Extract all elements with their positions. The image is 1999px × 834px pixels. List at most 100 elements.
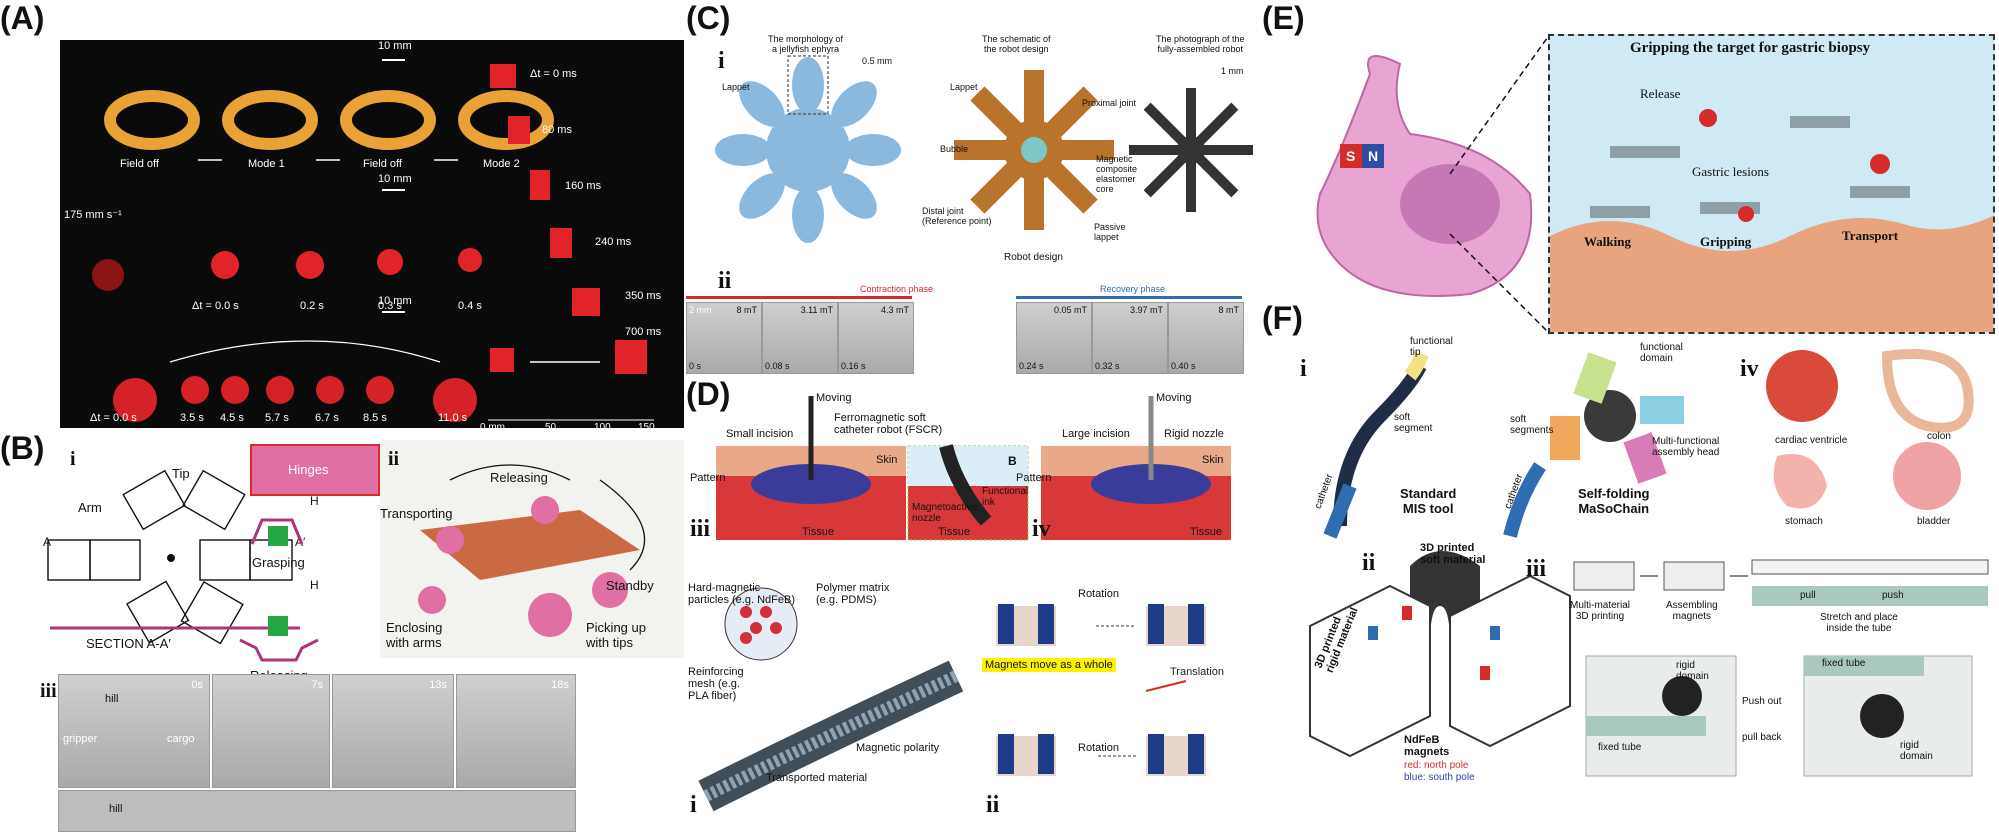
- b-ii-enclosing: Enclosing with arms: [386, 620, 443, 650]
- a-rt-0: Δt = 0 ms: [530, 68, 577, 80]
- f-functional-tip: functional tip: [1410, 336, 1453, 358]
- d-small-incision: Small incision: [726, 428, 794, 440]
- b-hill: hill: [105, 693, 119, 705]
- c-contraction-bar: [686, 296, 912, 299]
- b-ii-releasing: Releasing: [490, 470, 548, 485]
- d-polymer: Polymer matrix (e.g. PDMS): [816, 582, 890, 606]
- a-time-r3-0: Δt = 0.0 s: [90, 412, 137, 424]
- c-scale-2: 1 mm: [1221, 66, 1244, 76]
- panel-d: Moving Small incision Ferromagnetic soft…: [686, 376, 1256, 834]
- d-pattern-1: Pattern: [690, 472, 726, 484]
- f-fixed-tube-1: fixed tube: [1598, 742, 1642, 753]
- d-functional-ink: Functional ink: [982, 486, 1029, 508]
- c-ii-frame-4: 0.05 mT 0.24 s: [1016, 302, 1092, 374]
- d-pattern-2: Pattern: [1016, 472, 1052, 484]
- panel-a-graphics: [92, 59, 654, 422]
- e-inset: Gripping the target for gastric biopsy R…: [1548, 34, 1995, 334]
- d-i-graphics: [698, 587, 964, 812]
- f-printed-soft: 3D printed soft material: [1420, 542, 1486, 566]
- f-step-3: Stretch and place inside the tube: [1820, 612, 1898, 634]
- f-ndfeb: NdFeB magnets: [1404, 734, 1450, 758]
- c-distal: Distal joint (Reference point): [922, 206, 992, 226]
- c-ii-time-4: 0.32 s: [1095, 361, 1120, 371]
- e-title: Gripping the target for gastric biopsy: [1630, 40, 1871, 56]
- b-a-left: A: [43, 535, 52, 549]
- f-step-1: Multi-material 3D printing: [1570, 600, 1631, 622]
- c-sub-ii: ii: [718, 268, 732, 294]
- a-scale-1: 10 mm: [378, 40, 412, 52]
- panel-label-e: (E): [1262, 0, 1305, 36]
- panel-label-a: (A): [0, 0, 45, 36]
- panel-a: 10 mm Field off Mode 1 Field off Mode 2 …: [60, 40, 684, 433]
- b-section: SECTION A-A′: [86, 636, 171, 651]
- c-lappet: Lappet: [722, 82, 750, 92]
- f-soft-segments: soft segments: [1510, 414, 1554, 436]
- c-robot-design: Robot design: [1004, 252, 1063, 263]
- panel-f: i functional tip soft segment catheter S…: [1300, 336, 1997, 834]
- f-organ-0: cardiac ventricle: [1775, 435, 1848, 446]
- b-iii-frame-2: 7s: [212, 674, 330, 788]
- f-ii-graphics: [1309, 551, 1571, 758]
- f-functional-domain: functional domain: [1640, 342, 1683, 364]
- b-hill-2: hill: [109, 803, 123, 815]
- d-hard-magnetic: Hard-magnetic particles (e.g. NdFeB): [688, 582, 795, 606]
- b-iii-t3: 18s: [551, 679, 569, 691]
- a-rt-5: 700 ms: [625, 326, 662, 338]
- b-gripper: gripper: [63, 733, 98, 745]
- d-sub-iv: iv: [1032, 516, 1051, 542]
- d-tissue-3: Tissue: [1190, 526, 1222, 538]
- d-polarity: Magnetic polarity: [856, 742, 940, 754]
- b-sub-iii: iii: [40, 680, 57, 702]
- b-iii-t1: 7s: [311, 679, 323, 691]
- d-tissue-1: Tissue: [802, 526, 834, 538]
- a-axis-0: 0 mm: [480, 422, 505, 433]
- f-soft-segment: soft segment: [1394, 412, 1433, 434]
- f-rigid-domain-1: rigid domain: [1676, 660, 1709, 682]
- d-rigid-nozzle: Rigid nozzle: [1164, 428, 1224, 440]
- a-mode-1: Field off: [120, 158, 159, 170]
- a-time-r3-1: 3.5 s: [180, 412, 204, 424]
- c-core: Magnetic composite elastomer core: [1096, 154, 1138, 194]
- b-tip: Tip: [172, 466, 190, 481]
- e-transport: Transport: [1842, 228, 1899, 243]
- b-iii-frame-1: 0s hill gripper cargo: [58, 674, 210, 788]
- a-time-r2-1: 0.2 s: [300, 300, 324, 312]
- c-ii-frame-2: 3.11 mT 0.08 s: [762, 302, 838, 374]
- d-transported: Transported material: [766, 772, 868, 784]
- e-s: S: [1346, 148, 1356, 164]
- b-ii-picking: Picking up with tips: [586, 620, 646, 650]
- b-hinges: Hinges: [288, 462, 329, 477]
- c-ii-field-4: 3.97 mT: [1129, 305, 1163, 315]
- c-bubble: Bubble: [940, 144, 969, 154]
- a-rt-3: 240 ms: [595, 236, 632, 248]
- c-recovery: Recovery phase: [1100, 284, 1166, 294]
- b-hinges-inset: Hinges: [250, 444, 380, 496]
- a-rt-4: 350 ms: [625, 290, 662, 302]
- c-ii-time-5: 0.40 s: [1171, 361, 1196, 371]
- a-axis-2: 100: [594, 422, 611, 433]
- a-time-r2-3: 0.4 s: [458, 300, 482, 312]
- c-ii-field-5: 8 mT: [1218, 305, 1239, 315]
- b-iii-t0: 0s: [191, 679, 203, 691]
- d-translation: Translation: [1170, 666, 1225, 678]
- a-time-r3-4: 6.7 s: [315, 412, 339, 424]
- panel-e: S N Gripping the target for gastric biop…: [1300, 33, 1997, 335]
- d-skin-2: Skin: [1202, 454, 1224, 466]
- a-scale-3: 10 mm: [378, 295, 412, 307]
- e-lesions: Gastric lesions: [1692, 164, 1769, 179]
- a-time-r3-3: 5.7 s: [265, 412, 289, 424]
- panel-c: i The morphology of a jellyfish ephyra T…: [686, 30, 1256, 376]
- panel-label-d: (D): [686, 376, 731, 412]
- f-iv-organs: [1766, 349, 1974, 510]
- c-ii-field-3: 0.05 mT: [1053, 305, 1087, 315]
- f-organ-3: bladder: [1917, 516, 1951, 527]
- f-sub-iv: iv: [1740, 356, 1759, 382]
- d-moving-1: Moving: [816, 392, 852, 404]
- b-iii-frame-3: 13s: [332, 674, 454, 788]
- c-sub-i: i: [718, 48, 725, 74]
- e-walking: Walking: [1584, 234, 1631, 249]
- b-iii-frame-4: 18s: [456, 674, 576, 788]
- c-ii-field-1: 3.11 mT: [800, 305, 833, 315]
- b-ii-transporting: Transporting: [380, 506, 453, 521]
- d-fscr: Ferromagnetic soft catheter robot (FSCR): [834, 412, 943, 436]
